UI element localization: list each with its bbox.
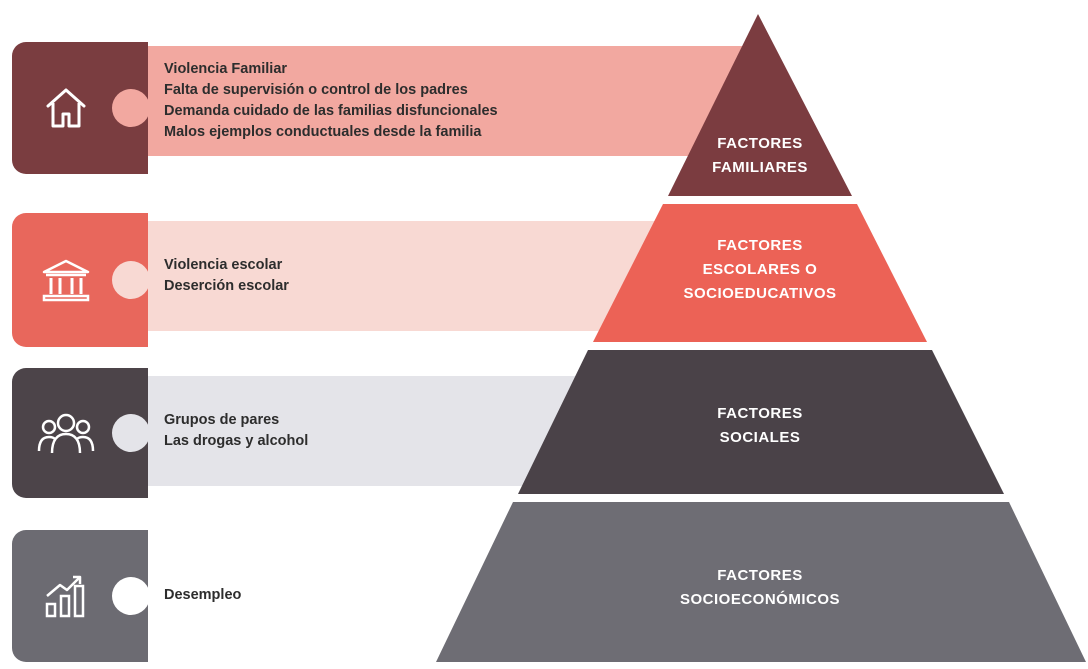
pyramid-level-socioeconomicos — [436, 502, 1086, 662]
people-group-icon — [37, 413, 95, 454]
bar-factores-escolares: Violencia escolar Deserción escolar — [128, 221, 688, 331]
pyramid-level-sociales — [518, 350, 1004, 494]
growth-chart-icon — [45, 575, 85, 618]
label-line: FACTORES — [717, 567, 803, 584]
tile-notch — [112, 414, 150, 452]
school-building-icon — [42, 259, 90, 302]
list-factores-sociales: Grupos de pares Las drogas y alcohol — [128, 410, 308, 452]
label-line: SOCIOECONÓMICOS — [679, 591, 840, 608]
pyramid-level-familiares — [668, 14, 852, 196]
pyramid-level-escolares — [593, 204, 927, 342]
label-line: FACTORES — [717, 405, 803, 422]
bar-factores-sociales: Grupos de pares Las drogas y alcohol — [128, 376, 598, 486]
tile-notch — [112, 577, 150, 615]
label-line: SOCIOEDUCATIVOS — [683, 285, 837, 302]
tile-factores-sociales — [12, 368, 150, 498]
label-line: FACTORES — [717, 237, 803, 254]
tile-factores-socioeconomicos — [12, 530, 150, 662]
tile-factores-familiares — [12, 42, 150, 174]
pyramid-label-escolares: FACTORES ESCOLARES O SOCIOEDUCATIVOS — [640, 234, 880, 306]
pyramid-label-sociales: FACTORES SOCIALES — [640, 402, 880, 450]
tile-notch — [112, 261, 150, 299]
bar-factores-familiares: Violencia Familiar Falta de supervisión … — [128, 46, 768, 156]
pyramid-label-familiares: FACTORES FAMILIARES — [678, 132, 842, 180]
label-line: ESCOLARES O — [702, 261, 818, 278]
tile-notch — [112, 89, 150, 127]
label-line: FAMILIARES — [712, 159, 808, 176]
label-line: FACTORES — [717, 135, 803, 152]
house-icon — [46, 88, 86, 128]
tile-factores-escolares — [12, 213, 150, 347]
list-factores-escolares: Violencia escolar Deserción escolar — [128, 255, 289, 297]
pyramid-label-socioeconomicos: FACTORES SOCIOECONÓMICOS — [640, 564, 880, 612]
label-line: SOCIALES — [719, 429, 801, 446]
